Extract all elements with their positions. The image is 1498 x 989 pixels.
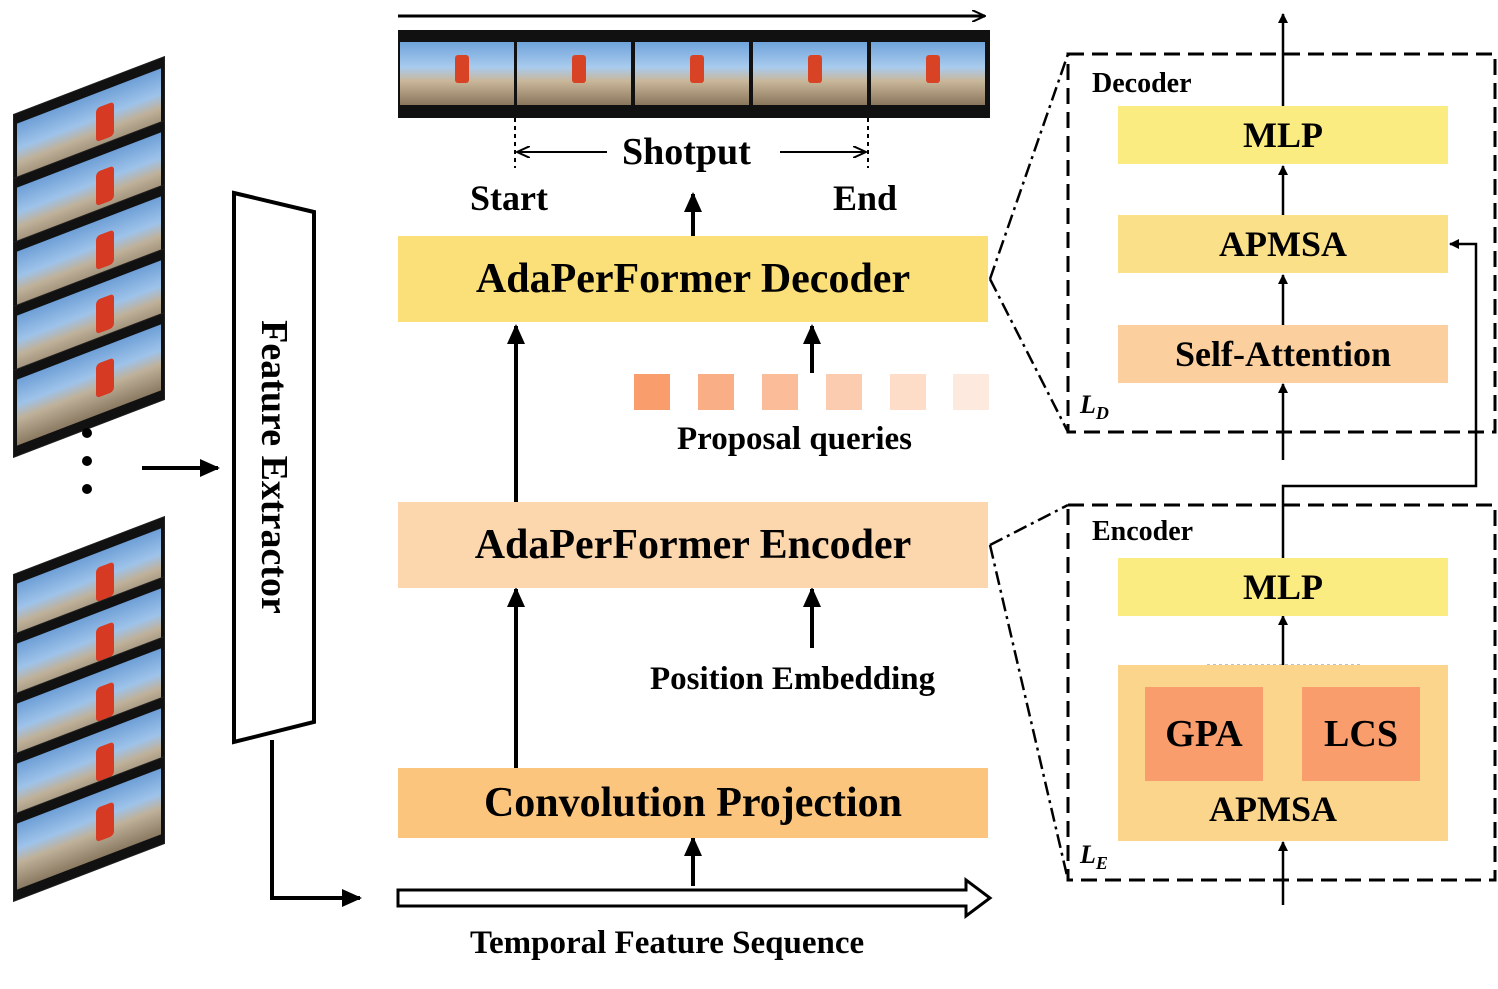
encoder-apmsa-label: APMSA — [1209, 789, 1337, 829]
proposal-query — [762, 374, 798, 410]
encoder-detail-title: Encoder — [1092, 516, 1194, 547]
decoder-zoom-line-top — [988, 53, 1070, 280]
decoder-apmsa-label: APMSA — [1219, 224, 1347, 264]
encoder-memory-arrow — [1281, 239, 1478, 558]
convolution-projection-label: Convolution Projection — [483, 780, 903, 826]
shotput-label: Shotput — [622, 131, 751, 173]
proposal-queries-label: Proposal queries — [677, 421, 912, 457]
decoder-mlp-block: MLP — [1118, 106, 1448, 164]
filmstrip-frame — [635, 42, 749, 105]
convolution-projection-block: Convolution Projection — [398, 768, 988, 838]
proposal-query — [890, 374, 926, 410]
decoder-zoom-line-bottom — [988, 278, 1070, 433]
adaperformer-encoder-label: AdaPerFormer Encoder — [474, 522, 912, 568]
end-label: End — [833, 178, 898, 218]
self-attention-label: Self-Attention — [1175, 334, 1391, 374]
adaperformer-encoder-block: AdaPerFormer Encoder — [398, 502, 988, 588]
temporal-feature-sequence-label: Temporal Feature Sequence — [470, 925, 865, 961]
proposal-query — [698, 374, 734, 410]
lcs-label: LCS — [1324, 713, 1398, 755]
filmstrip-frame — [871, 42, 985, 105]
self-attention-block: Self-Attention — [1118, 325, 1448, 383]
filmstrip-frame — [400, 42, 514, 105]
decoder-apmsa-block: APMSA — [1118, 215, 1448, 273]
filmstrip-frame — [753, 42, 867, 105]
feature-extractor-shape — [232, 190, 316, 745]
decoder-layers-label: LD — [1080, 390, 1109, 424]
proposal-query — [953, 374, 989, 410]
start-label: Start — [470, 178, 548, 218]
temporal-sequence-arrow — [396, 877, 993, 919]
encoder-mlp-block: MLP — [1118, 558, 1448, 616]
gpa-block: GPA — [1145, 687, 1263, 781]
encoder-zoom-line-top — [989, 503, 1069, 547]
position-embedding-label: Position Embedding — [650, 661, 936, 697]
lcs-block: LCS — [1302, 687, 1420, 781]
feature-extractor-label: Feature Extractor — [253, 320, 295, 614]
extractor-to-sequence-arrow — [270, 740, 362, 907]
filmstrip-frame — [517, 42, 631, 105]
proposal-query — [826, 374, 862, 410]
gpa-label: GPA — [1165, 713, 1243, 755]
encoder-zoom-line-bottom — [988, 544, 1070, 881]
vertical-ellipsis-icon — [80, 428, 94, 500]
encoder-detail-frame — [1066, 503, 1497, 882]
proposal-query — [634, 374, 670, 410]
encoder-layers-label: LE — [1080, 840, 1108, 874]
decoder-mlp-label: MLP — [1243, 115, 1323, 155]
decoder-detail-frame — [1066, 52, 1497, 434]
encoder-mlp-label: MLP — [1243, 567, 1323, 607]
adaperformer-decoder-label: AdaPerFormer Decoder — [475, 256, 911, 302]
decoder-detail-title: Decoder — [1092, 68, 1192, 99]
adaperformer-decoder-block: AdaPerFormer Decoder — [398, 236, 988, 322]
